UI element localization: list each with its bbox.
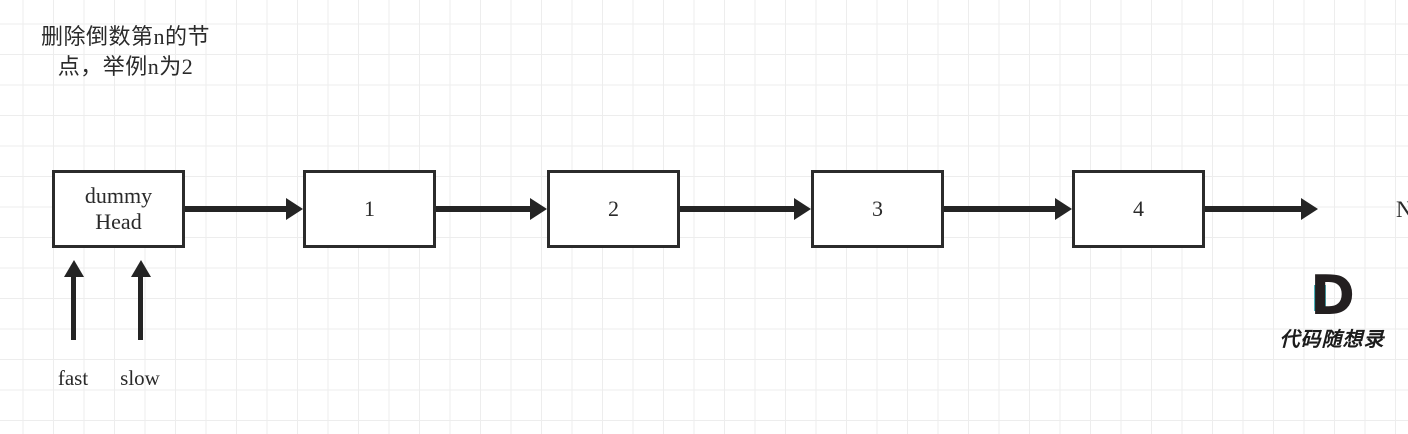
watermark-logo: D 代码随想录 (1262, 264, 1402, 352)
node-4-label: 4 (1133, 196, 1144, 221)
node-2: 2 (547, 170, 680, 248)
node-3-label: 3 (872, 196, 883, 221)
pointer-fast-arrow-icon (71, 275, 76, 340)
pointer-fast-label: fast (57, 366, 89, 390)
node-3: 3 (811, 170, 944, 248)
pointer-slow-label: slow (120, 366, 160, 390)
node-1: 1 (303, 170, 436, 248)
logo-d-mark-icon: D (1306, 264, 1358, 327)
link-2-to-3-arrow-icon (680, 206, 796, 212)
node-dummy-head-label: dummy Head (84, 183, 153, 234)
logo-letter-d: D (1310, 264, 1355, 327)
node-4: 4 (1072, 170, 1205, 248)
logo-wordmark: 代码随想录 (1279, 327, 1385, 351)
node-1-label: 1 (364, 196, 375, 221)
pointer-slow-arrow-icon (138, 275, 143, 340)
node-dummy-head: dummy Head (52, 170, 185, 248)
link-3-to-4-arrow-icon (944, 206, 1057, 212)
link-dummy-to-1-arrow-icon (185, 206, 288, 212)
page-title: 删除倒数第n的节 点，举例n为2 (40, 24, 210, 79)
link-1-to-2-arrow-icon (436, 206, 532, 212)
tail-null-label: NULL (1396, 197, 1408, 222)
node-2-label: 2 (608, 196, 619, 221)
link-4-to-null-arrow-icon (1205, 206, 1303, 212)
logo-accent-bar (1314, 285, 1326, 311)
